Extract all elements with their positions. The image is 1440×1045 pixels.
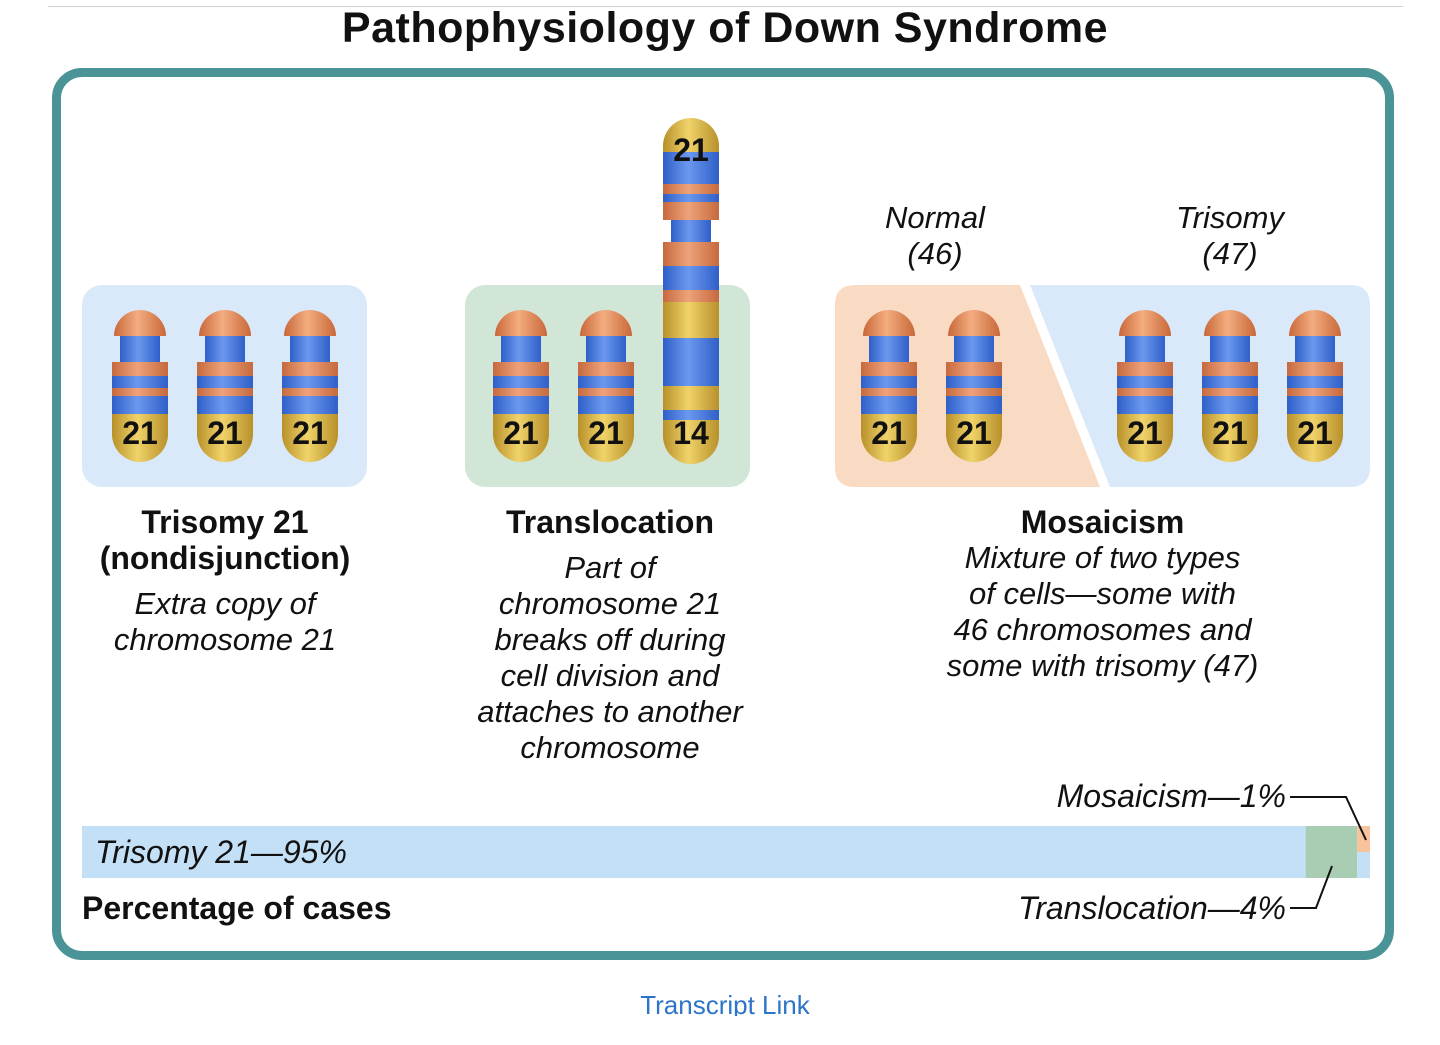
normal-count-text: (46): [907, 236, 963, 271]
translocation-desc-line: attaches to another: [477, 694, 743, 729]
bar-trisomy: [82, 826, 1306, 878]
chromosome-label: 21: [956, 415, 992, 451]
translocation-pct-label: Translocation—4%: [1018, 890, 1286, 926]
mosaicism-title: Mosaicism: [1020, 504, 1185, 540]
chromosome-label: 21: [292, 415, 328, 451]
top-rule: [48, 0, 1403, 7]
chromosome-label: 21: [1127, 415, 1163, 451]
translocation-leader-line: [1290, 865, 1333, 909]
chromosome-label: 21: [207, 415, 243, 451]
bar-mosaicism: [1357, 826, 1370, 852]
chromosome-21: [282, 310, 338, 462]
diagram-frame: [52, 68, 1394, 960]
translocation-desc-line: Part of: [564, 550, 656, 585]
fused-top-label: 21: [673, 132, 709, 168]
bar-mosaicism-lower: [1357, 852, 1370, 878]
translocation-desc-line: chromosome 21: [498, 586, 722, 621]
mosaicism-leader-line: [1290, 796, 1367, 841]
chromosome-label: 21: [122, 415, 158, 451]
chromosome-21: [578, 310, 634, 462]
translocation-desc-line: breaks off during: [494, 622, 726, 657]
chromosome-21: [946, 310, 1002, 462]
trisomy-title: Trisomy 21: [141, 504, 309, 540]
mosaicism-desc-line: Mixture of two types: [964, 540, 1241, 575]
chromosome-label: 21: [503, 415, 539, 451]
trisomy-subtitle: (nondisjunction): [99, 540, 351, 576]
mosaicism-caption: Mosaicism Mixture of two types of cells—…: [900, 504, 1305, 684]
page-title: Pathophysiology of Down Syndrome: [341, 4, 1109, 52]
translocation-title: Translocation: [505, 504, 715, 540]
chromosome-21: [493, 310, 549, 462]
chromosome-21: [197, 310, 253, 462]
mosaic-trisomy-bg: [1030, 285, 1370, 487]
translocation-caption: Translocation Part of chromosome 21 brea…: [430, 504, 790, 766]
fused-bottom-label: 14: [673, 415, 709, 451]
trisomy-count-text: (47): [1202, 236, 1258, 271]
trisomy-label-text: Trisomy: [1176, 200, 1284, 235]
mosaicism-desc-line: of cells—some with: [968, 576, 1237, 611]
chromosome-21: [1117, 310, 1173, 462]
chromosome-label: 21: [1297, 415, 1333, 451]
trisomy-desc-line: Extra copy of: [134, 586, 316, 621]
trisomy-caption: Trisomy 21 (nondisjunction) Extra copy o…: [60, 504, 390, 658]
chromosome-21: [112, 310, 168, 462]
chromosome-label: 21: [871, 415, 907, 451]
normal-cells-label: Normal (46): [840, 200, 1030, 272]
normal-label-text: Normal: [885, 200, 985, 235]
trisomy-cells-label: Trisomy (47): [1135, 200, 1325, 272]
translocation-desc-line: cell division and: [500, 658, 720, 693]
chromosome-label: 21: [588, 415, 624, 451]
mosaicism-pct-label: Mosaicism—1%: [1056, 778, 1286, 814]
translocation-desc-line: chromosome: [520, 730, 700, 765]
transcript-link[interactable]: Transcript Link: [640, 990, 810, 1016]
trisomy-desc-line: chromosome 21: [113, 622, 337, 657]
chromosome-21: [1287, 310, 1343, 462]
percentage-of-cases-label: Percentage of cases: [82, 890, 392, 926]
chromosome-21: [1202, 310, 1258, 462]
mosaicism-desc-line: 46 chromosomes and: [953, 612, 1252, 647]
trisomy-pct-label: Trisomy 21—95%: [95, 834, 347, 870]
fused-chromosome-21-14: [663, 118, 719, 464]
chromosome-label: 21: [1212, 415, 1248, 451]
mosaicism-desc-line: some with trisomy (47): [946, 648, 1259, 683]
chromosome-21: [861, 310, 917, 462]
